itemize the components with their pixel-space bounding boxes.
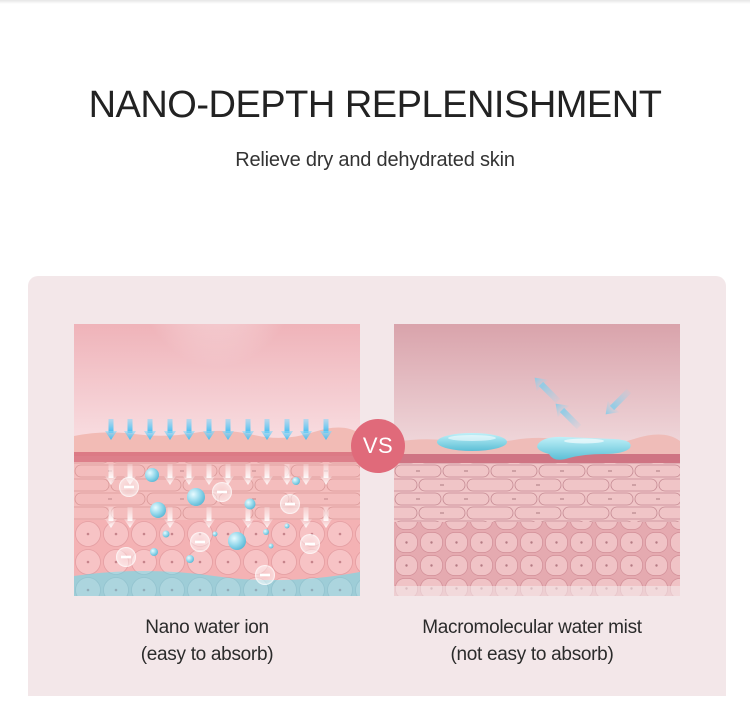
page-title: NANO-DEPTH REPLENISHMENT bbox=[88, 84, 662, 126]
water-mist-caption: Macromolecular water mist (not easy to a… bbox=[402, 614, 662, 668]
water-mist-illustration bbox=[394, 324, 680, 596]
nano-ion-illustration bbox=[74, 324, 360, 596]
water-mist-caption-note: (not easy to absorb) bbox=[450, 644, 614, 665]
water-mist-caption-title: Macromolecular water mist bbox=[422, 617, 642, 638]
vs-badge: VS bbox=[351, 419, 405, 473]
top-shadow bbox=[0, 0, 750, 4]
nano-ion-caption-note: (easy to absorb) bbox=[140, 644, 274, 665]
page-subtitle: Relieve dry and dehydrated skin bbox=[235, 149, 515, 171]
nano-ion-caption: Nano water ion (easy to absorb) bbox=[77, 614, 337, 668]
nano-ion-caption-title: Nano water ion bbox=[145, 617, 269, 638]
